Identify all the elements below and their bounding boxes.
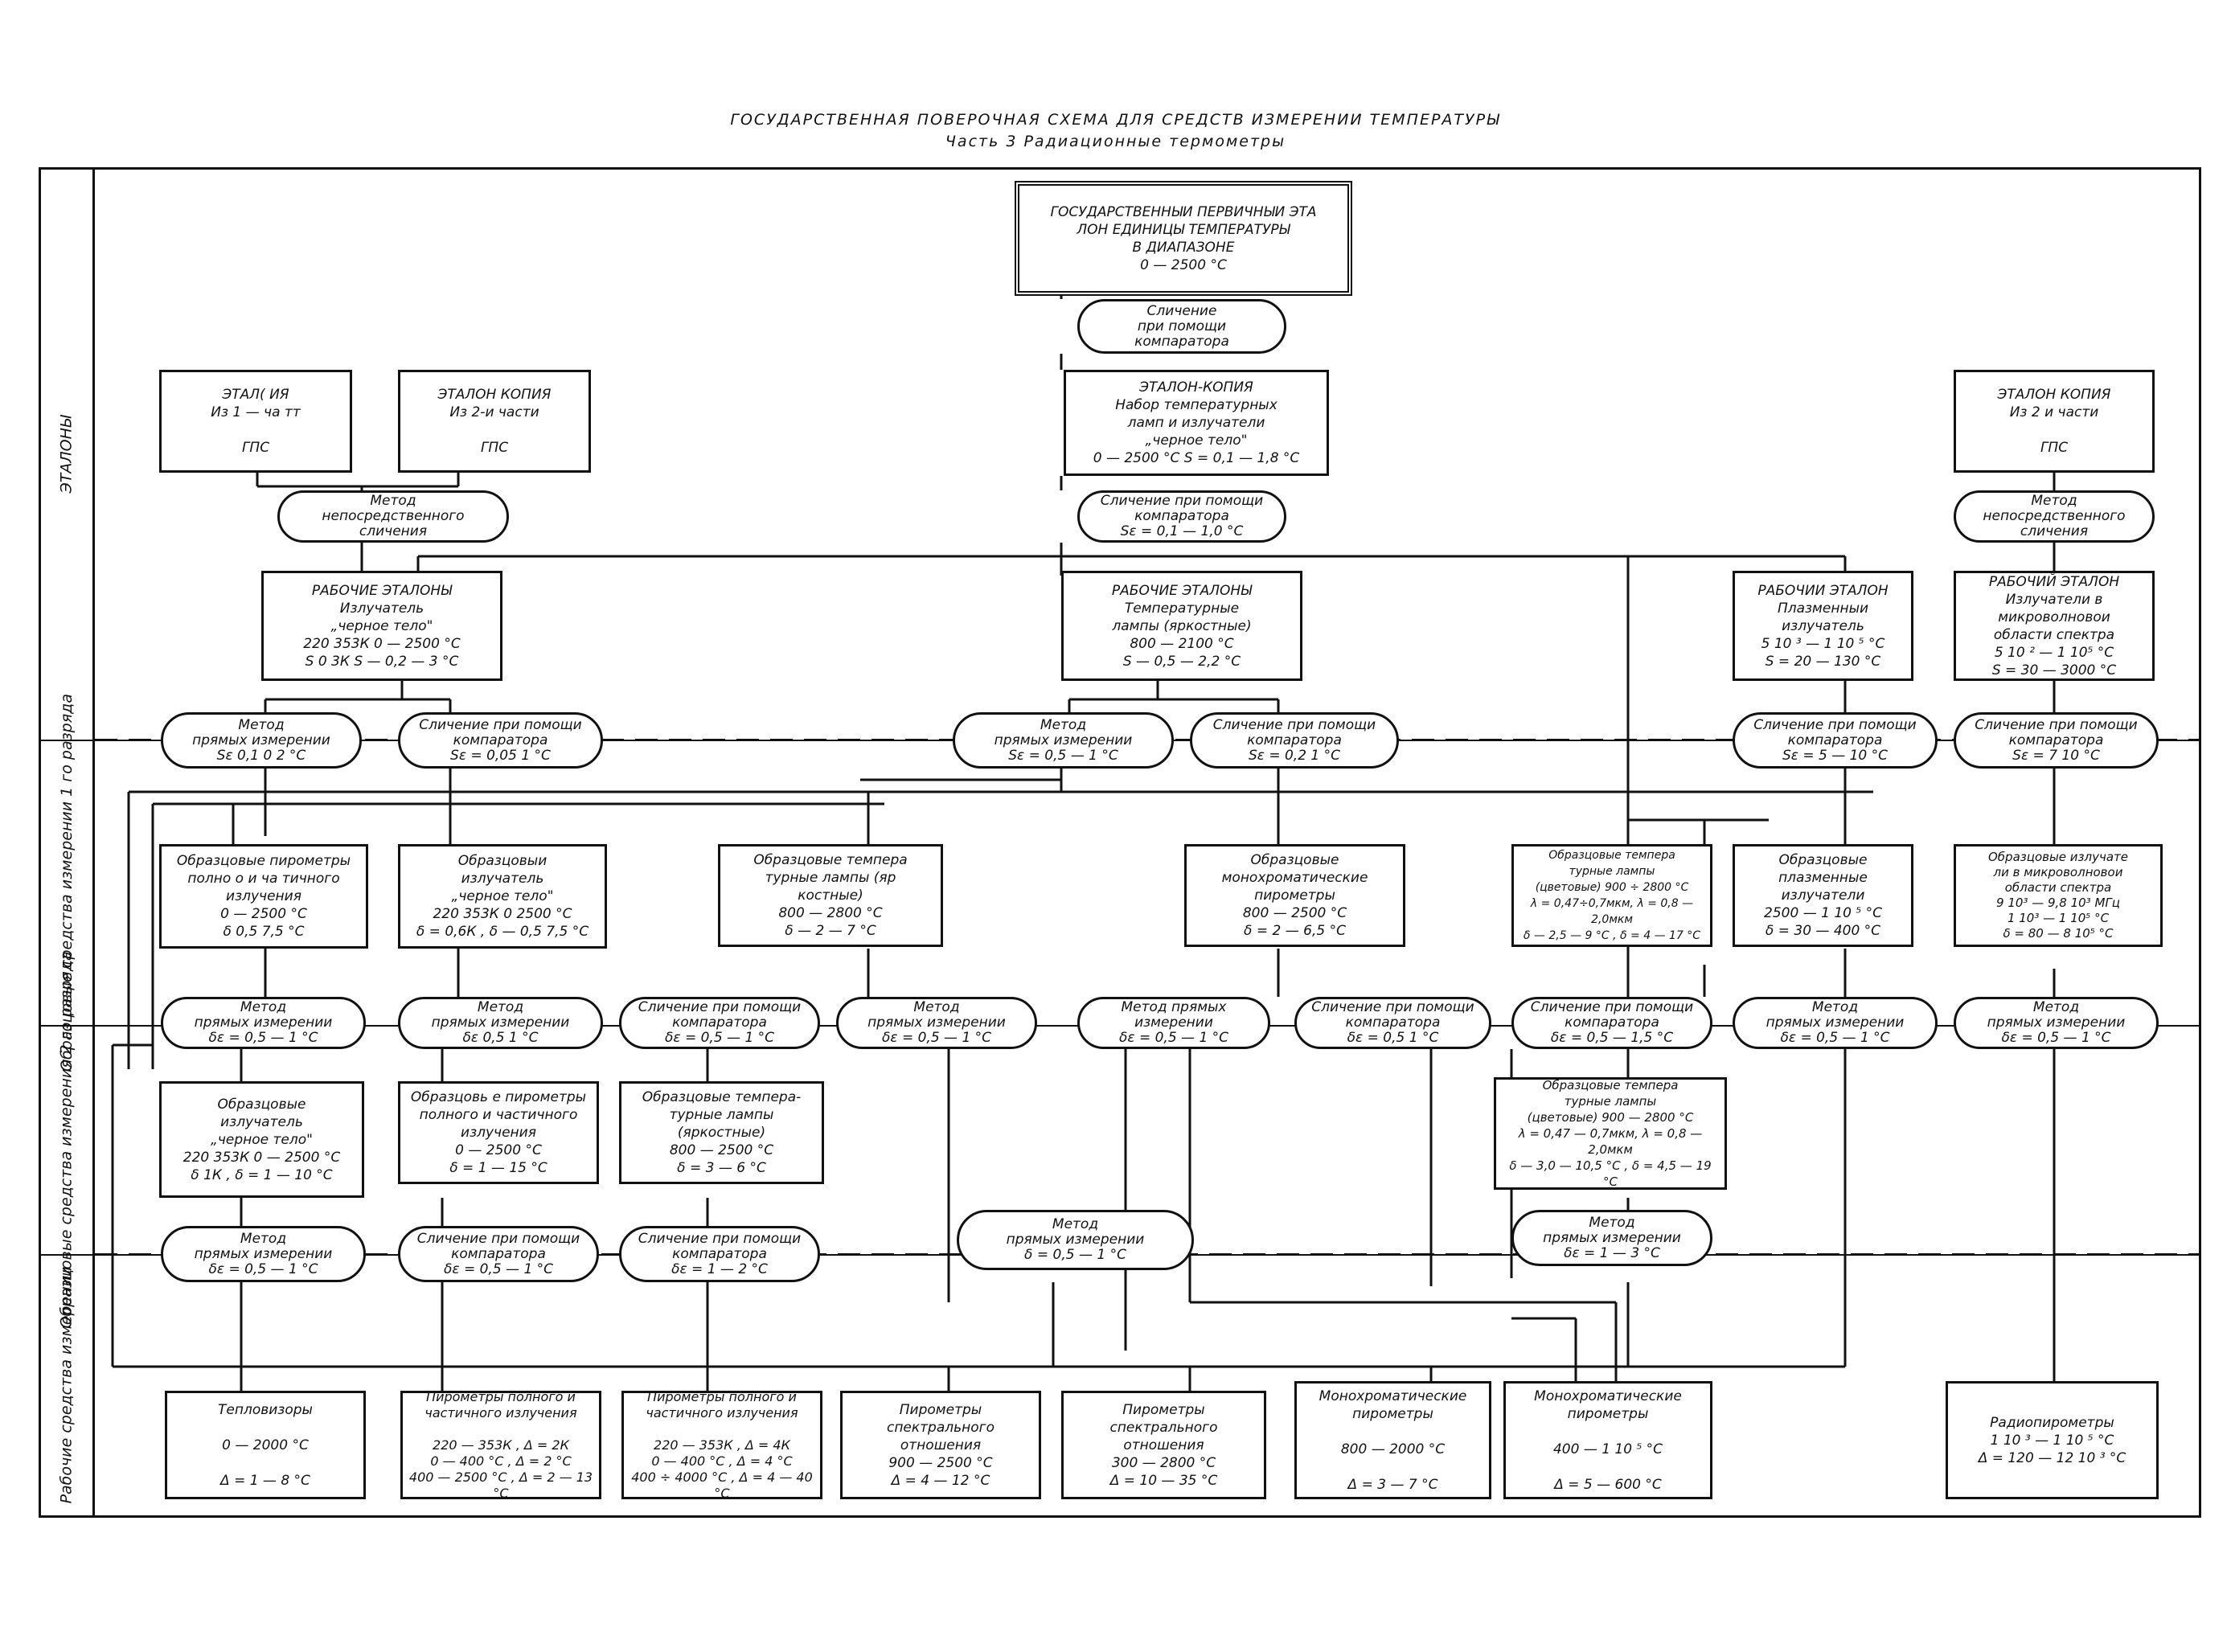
method-direct-measurement: Метод прямых измерении δε = 0,5 — 1 °C: [836, 997, 1037, 1049]
method-comparator: Сличение при помощи компаратора Sε = 5 —…: [1733, 712, 1938, 769]
standard-copy-center: ЭТАЛОН-КОПИЯ Набор температурных ламп и …: [1064, 370, 1329, 476]
method-direct-measurement: Метод прямых измерении Sε 0,1 0 2 °C: [161, 712, 362, 769]
working-standard-lamps: РАБОЧИЕ ЭТАЛОНЫ Температурные лампы (ярк…: [1061, 571, 1302, 681]
working-ratio-pyrometers: Пирометры спектрального отношения 300 — …: [1061, 1391, 1266, 1499]
method-direct-measurement: Метод прямых измерении δε = 0,5 — 1 °C: [1954, 997, 2159, 1049]
working-standard-blackbody: РАБОЧИЕ ЭТАЛОНЫ Излучатель „черное тело"…: [261, 571, 502, 681]
working-standard-plasma: РАБОЧИИ ЭТАЛОН Плазменныи излучатель 5 1…: [1733, 571, 1913, 681]
method-comparator: Сличение при помощи компаратора Sε = 0,0…: [398, 712, 603, 769]
standard-copy-part1: ЭТАЛ( ИЯ Из 1 — ча тт ГПС: [159, 370, 352, 473]
method-direct-measurement: Метод прямых измерении δε = 1 — 3 °C: [1511, 1210, 1712, 1266]
method-comparator: Сличение при помощи компаратора Sε = 7 1…: [1954, 712, 2159, 769]
method-direct-comparison-left: Метод непосредственного сличения: [277, 490, 509, 543]
method-direct-measurement: Метод прямых измерении δε = 0,5 — 1 °C: [1077, 997, 1270, 1049]
method-comparator: Сличение при помощи компаратора δε = 1 —…: [619, 1226, 820, 1282]
method-comparator: Сличение при помощи компаратора δε = 0,5…: [398, 1226, 599, 1282]
working-pyrometers-total: Пирометры полного и частичного излучения…: [400, 1389, 601, 1501]
method-direct-comparison-right: Метод непосредственного сличения: [1954, 490, 2155, 543]
reference-brightness-lamps-rank2: Образцовые темпера- турные лампы (яркост…: [619, 1081, 824, 1184]
reference-mono-pyrometers-rank1: Образцовые монохроматические пирометры 8…: [1184, 844, 1405, 947]
method-comparator: Сличение при помощи компаратора δε = 0,5…: [619, 997, 820, 1049]
working-mono-pyrometers: Монохроматические пирометры 800 — 2000 °…: [1294, 1381, 1491, 1499]
reference-brightness-lamps-rank1: Образцовые темпера турные лампы (яр кост…: [718, 844, 943, 947]
method-direct-measurement: Метод прямых измерении δε 0,5 1 °C: [398, 997, 603, 1049]
working-standard-microwave: РАБОЧИЙ ЭТАЛОН Излучатели в микроволново…: [1954, 571, 2155, 681]
reference-color-lamps-rank2: Образцовые темпера турные лампы (цветовы…: [1494, 1077, 1727, 1190]
working-ratio-pyrometers: Пирометры спектрального отношения 900 — …: [840, 1391, 1041, 1499]
method-direct-measurement: Метод прямых измерении δ = 0,5 — 1 °C: [957, 1210, 1194, 1270]
method-direct-measurement: Метод прямых измерении δε = 0,5 — 1 °C: [1733, 997, 1938, 1049]
working-radio-pyrometers: Радиопирометры 1 10 ³ — 1 10 ⁵ °C Δ = 12…: [1946, 1381, 2159, 1499]
method-comparator: Сличение при помощи компаратора δε = 0,5…: [1294, 997, 1491, 1049]
method-comparator: Сличение при помощи компаратора Sε = 0,2…: [1190, 712, 1399, 769]
level-column-divider: [92, 167, 95, 1518]
method-comparator: Сличение при помощи компаратора: [1077, 299, 1286, 354]
reference-blackbody-rank2: Образцовые излучатель „черное тело" 220 …: [159, 1081, 364, 1198]
reference-pyrometers-rank1: Образцовые пирометры полно о и ча тичног…: [159, 844, 368, 949]
standard-copy-part2-right: ЭТАЛОН КОПИЯ Из 2 и части ГПС: [1954, 370, 2155, 473]
standard-copy-part2-left: ЭТАЛОН КОПИЯ Из 2-и части ГПС: [398, 370, 591, 473]
reference-color-lamps-rank1: Образцовые темпера турные лампы (цветовы…: [1511, 844, 1712, 947]
method-comparator: Сличение при помощи компаратора δε = 0,5…: [1511, 997, 1712, 1049]
working-pyrometers-partial: Пирометры полного и частичного излучения…: [621, 1389, 822, 1501]
method-comparator-center: Сличение при помощи компаратора Sε = 0,1…: [1077, 490, 1286, 543]
working-mono-pyrometers: Монохроматические пирометры 400 — 1 10 ⁵…: [1503, 1381, 1712, 1499]
reference-microwave-emitters: Образцовые излучате ли в микроволновои о…: [1954, 844, 2163, 947]
state-primary-standard: ГОСУДАРСТВЕННЫИ ПЕРВИЧНЫИ ЭТА ЛОН ЕДИНИЦ…: [1015, 181, 1352, 296]
method-direct-measurement: Метод прямых измерении δε = 0,5 — 1 °C: [161, 1226, 366, 1282]
method-direct-measurement: Метод прямых измерении Sε = 0,5 — 1 °C: [953, 712, 1174, 769]
reference-pyrometers-rank2: Образцовь е пирометры полного и частично…: [398, 1081, 599, 1184]
working-thermal-imagers: Тепловизоры 0 — 2000 °C Δ = 1 — 8 °C: [165, 1391, 366, 1499]
method-direct-measurement: Метод прямых измерении δε = 0,5 — 1 °C: [161, 997, 366, 1049]
page-title: ГОСУДАРСТВЕННАЯ ПОВЕРОЧНАЯ СХЕМА ДЛЯ СРЕ…: [730, 111, 1501, 129]
page-subtitle: Часть 3 Радиационные термометры: [945, 133, 1286, 150]
reference-plasma-emitters: Образцовые плазменные излучатели 2500 — …: [1733, 844, 1913, 947]
diagram-frame: [39, 167, 2201, 1518]
reference-blackbody-rank1: Образцовыи излучатель „черное тело" 220 …: [398, 844, 607, 949]
